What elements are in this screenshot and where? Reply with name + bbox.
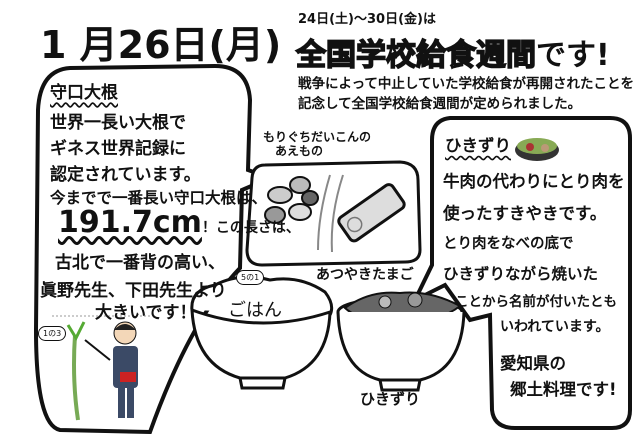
length-row: 191.7cm！この長さは、 [58, 205, 300, 240]
class-badge-1-3: 1の3 [38, 326, 67, 341]
right-line-6: いわれています。 [500, 319, 610, 335]
teacher-with-radish-illustration [66, 321, 138, 421]
hikizuri-bowl [336, 291, 466, 392]
right-line-3: とり肉をなべの底で [443, 236, 574, 252]
aemono-food [264, 176, 319, 224]
tamago-food [337, 183, 406, 243]
rice-bowl [190, 275, 334, 390]
left-line-6: 眞野先生、下田先生より [40, 281, 227, 301]
title-end: です! [536, 38, 610, 73]
page-title: 全国学校給食週間です! [295, 30, 610, 74]
right-line-8: 郷土料理です! [510, 380, 617, 399]
week-period: 24日(土)～30日(金)は [298, 12, 436, 27]
left-line-2: ギネス世界記録に [50, 139, 186, 159]
right-speech-bubble [410, 116, 632, 430]
title-main: 全国学校給食週間 [295, 37, 537, 74]
length-value: 191.7cm [58, 205, 202, 240]
sukiyaki-pot-icon [515, 138, 559, 161]
moriguchi-heading: 守口大根 [50, 83, 118, 103]
left-line-3: 認定されています。 [50, 165, 201, 185]
class-badge-5-1: 5の1 [236, 270, 265, 285]
date-heading: 1 月26日(月) [40, 23, 282, 67]
hikizuri-label: ひきずり [360, 390, 421, 408]
aemono-label-2: あえもの [275, 144, 324, 158]
right-line-7: 愛知県の [500, 354, 566, 373]
aemono-label-1: もりぐちだいこんの [263, 130, 372, 144]
plate-illustration [245, 160, 422, 267]
right-line-5: ことから名前が付いたとも [455, 294, 617, 310]
left-line-7: 大きいです！ [95, 303, 197, 323]
right-line-4: ひきずりながら焼いた [443, 265, 599, 283]
left-line-1: 世界一長い大根で [50, 113, 186, 133]
subtitle-line-1: 戦争によって中止していた学校給食が再開されたことを [298, 76, 635, 92]
tamago-label: あつやきたまご [316, 267, 414, 283]
left-line-4: 今までで一番長い守口大根は、 [50, 189, 268, 207]
gohan-label: ごはん [228, 300, 282, 321]
hikizuri-heading: ひきずり [445, 136, 511, 155]
left-speech-bubble [33, 63, 276, 435]
left-line-5: 古北で一番背の高い、 [55, 253, 225, 273]
length-suffix: ！この長さは、 [201, 220, 300, 236]
right-line-2: 使ったすきやきです。 [443, 204, 607, 223]
subtitle-line-2: 記念して全国学校給食週間が定められました。 [298, 96, 582, 112]
right-line-1: 牛肉の代わりにとり肉を [443, 172, 625, 191]
